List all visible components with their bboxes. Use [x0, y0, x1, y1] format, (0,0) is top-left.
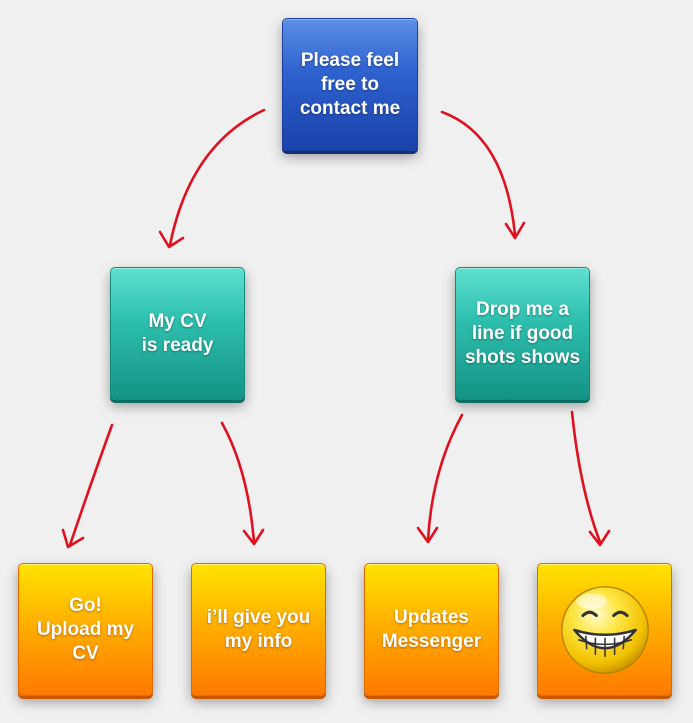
- arrow-root-to-cv: [168, 108, 266, 247]
- root-node-label: Please feel free to contact me: [299, 49, 401, 119]
- grinning-smiley-icon: [560, 585, 649, 674]
- leaf-node-give-info[interactable]: i’ll give you my info: [191, 563, 326, 696]
- leaf-node-upload-cv[interactable]: Go! Upload my CV: [18, 563, 153, 696]
- arrow-dropline-to-messenger: [426, 413, 464, 542]
- arrow-cv-to-info: [220, 421, 256, 544]
- arrow-dropline-to-smiley: [570, 410, 602, 544]
- arrowhead-messenger: [416, 526, 439, 544]
- drop-line-label: Drop me a line if good shots shows: [464, 298, 581, 368]
- arrowhead-upload: [61, 528, 85, 549]
- arrowhead-cv: [158, 230, 185, 249]
- arrowhead-dropline: [504, 221, 526, 240]
- arrowhead-smiley: [588, 529, 611, 547]
- leaf-node-smiley[interactable]: [537, 563, 672, 696]
- arrow-root-to-dropline: [440, 110, 517, 237]
- arrow-cv-to-upload: [68, 423, 114, 547]
- branch-node-drop-line[interactable]: Drop me a line if good shots shows: [455, 267, 590, 400]
- updates-messenger-label: Updates Messenger: [381, 606, 482, 652]
- root-node-contact[interactable]: Please feel free to contact me: [282, 18, 418, 151]
- leaf-node-updates-messenger[interactable]: Updates Messenger: [364, 563, 499, 696]
- arrowhead-info: [242, 528, 265, 546]
- cv-ready-label: My CV is ready: [141, 310, 214, 356]
- branch-node-cv-ready[interactable]: My CV is ready: [110, 267, 245, 400]
- upload-cv-label: Go! Upload my CV: [36, 594, 135, 664]
- give-info-label: i’ll give you my info: [206, 606, 311, 652]
